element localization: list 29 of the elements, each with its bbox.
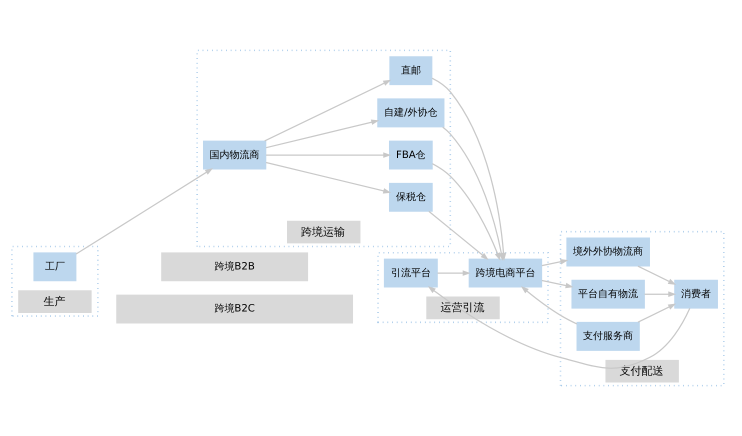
node-box: 工厂 <box>33 252 76 282</box>
arrow <box>432 163 500 261</box>
arrow <box>428 210 489 260</box>
arrow <box>264 80 392 142</box>
arrow <box>266 162 392 194</box>
arrow <box>428 286 690 369</box>
arrow <box>266 120 380 148</box>
node-box: 跨境电商平台 <box>468 258 542 288</box>
arrow <box>638 304 676 323</box>
node-box: 跨境B2C <box>116 294 354 324</box>
node-box: 支付服务商 <box>576 322 640 351</box>
node-box: 跨境B2B <box>161 252 308 282</box>
arrow <box>520 286 578 324</box>
arrow <box>542 259 568 266</box>
node-box: 保税仓 <box>388 182 433 212</box>
arrow <box>266 152 392 158</box>
arrow <box>76 168 214 255</box>
node-box: FBA仓 <box>388 140 433 170</box>
node-box: 平台自有物流 <box>571 280 645 309</box>
arrow <box>644 291 676 297</box>
arrow <box>438 270 471 276</box>
node-box: 境外外协物流商 <box>566 238 650 266</box>
arrow <box>638 266 676 285</box>
node-box: 国内物流商 <box>202 140 266 170</box>
arrow <box>542 280 574 288</box>
node-box: 消费者 <box>674 280 718 309</box>
node-box: 直邮 <box>389 56 432 86</box>
node-box: 自建/外协仓 <box>377 98 444 128</box>
node-box: 引流平台 <box>384 258 438 288</box>
